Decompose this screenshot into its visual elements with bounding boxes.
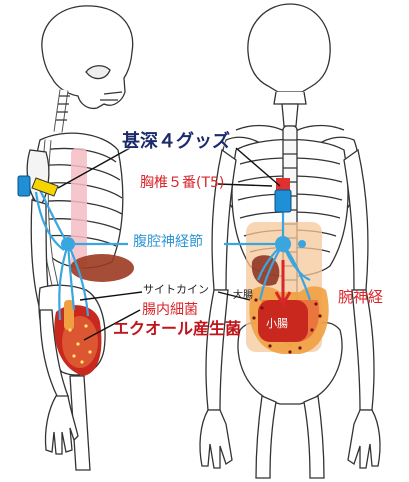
small-intestine-label: 小腸 — [266, 317, 288, 330]
left-femur — [69, 375, 91, 471]
right-right-forearm — [351, 289, 375, 411]
title-label: 甚深４グッズ — [122, 131, 230, 152]
left-bacteria-dots — [68, 324, 92, 364]
right-small-intestine — [258, 300, 308, 342]
cytokine-label: サイトカイン — [143, 283, 209, 296]
right-left-humerus — [211, 148, 237, 291]
right-left-femur — [255, 395, 277, 479]
right-spine-red-segment — [276, 178, 290, 192]
brachial-plexus-label: 腕神経 — [338, 288, 383, 307]
right-skull — [247, 3, 331, 93]
left-colon-segment — [64, 300, 74, 330]
right-ganglion-small — [298, 240, 306, 248]
right-right-humerus — [343, 148, 369, 291]
left-spine-highlight — [71, 148, 87, 268]
t5-label: 胸椎５番(T5) — [140, 175, 225, 191]
gut-bacteria-label: 腸内細菌 — [142, 302, 198, 318]
left-hand — [44, 395, 79, 455]
right-right-hand — [347, 409, 381, 469]
right-left-hand — [199, 409, 233, 469]
right-bacteria-dots — [252, 298, 322, 354]
right-right-femur — [303, 395, 325, 479]
equol-label: エクオール産生菌 — [113, 319, 242, 338]
left-skull — [41, 5, 134, 110]
celiac-ganglion-label: 腹腔神経節 — [133, 234, 203, 250]
left-device — [17, 175, 59, 197]
left-liver — [70, 254, 134, 282]
right-device — [274, 189, 292, 213]
left-celiac-ganglion — [61, 237, 75, 251]
right-red-arrow — [274, 260, 292, 307]
left-pointer-lines — [57, 147, 143, 341]
right-pointer-lines — [217, 147, 281, 301]
right-celiac-ganglion — [275, 236, 291, 252]
large-intestine-label: 大腸 — [233, 290, 253, 301]
right-left-forearm — [205, 289, 229, 411]
